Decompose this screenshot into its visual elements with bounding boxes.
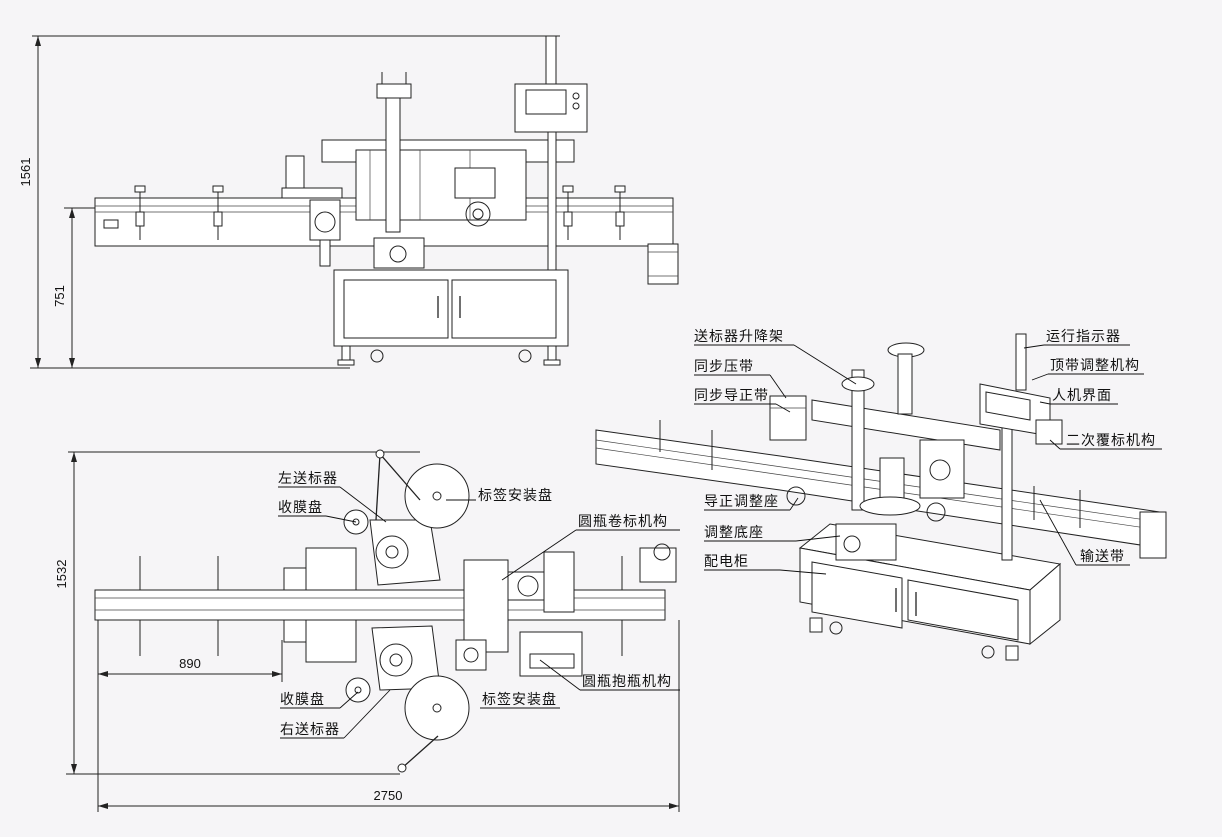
label-sync-press: 同步压带 bbox=[694, 359, 754, 375]
label-sync-guide: 同步导正带 bbox=[694, 388, 769, 404]
label-round-holding: 圆瓶抱瓶机构 bbox=[582, 674, 672, 690]
label-left-feeder: 左送标器 bbox=[278, 471, 338, 487]
label-hmi: 人机界面 bbox=[1052, 388, 1112, 404]
top-view bbox=[66, 449, 680, 812]
label-left-film-collector: 收膜盘 bbox=[278, 499, 323, 516]
label-conveyor-belt: 输送带 bbox=[1080, 549, 1125, 565]
front-view bbox=[30, 35, 679, 369]
label-right-film-collector: 收膜盘 bbox=[280, 691, 325, 708]
dim-890: 890 bbox=[179, 656, 201, 671]
label-adjust-base: 调整底座 bbox=[704, 525, 764, 541]
isometric-view bbox=[595, 333, 1167, 661]
label-guide-adjust: 导正调整座 bbox=[704, 494, 779, 510]
label-secondary-labeling: 二次覆标机构 bbox=[1066, 433, 1156, 449]
label-top-belt-adjust: 顶带调整机构 bbox=[1050, 358, 1140, 374]
label-feeder-lift: 送标器升降架 bbox=[694, 329, 784, 345]
label-round-wrapping: 圆瓶卷标机构 bbox=[578, 514, 668, 530]
dim-1561: 1561 bbox=[18, 158, 33, 187]
label-mount-plate-top: 标签安装盘 bbox=[478, 487, 553, 504]
dim-2750: 2750 bbox=[374, 788, 403, 803]
dim-1532: 1532 bbox=[54, 560, 69, 589]
dim-751: 751 bbox=[52, 285, 67, 307]
label-run-indicator: 运行指示器 bbox=[1046, 329, 1121, 345]
iso-view-leaders bbox=[694, 344, 1162, 575]
label-electric-cabinet: 配电柜 bbox=[704, 554, 749, 570]
top-view-leaders bbox=[278, 486, 680, 739]
label-right-feeder: 右送标器 bbox=[280, 722, 340, 738]
label-mount-plate-bottom: 标签安装盘 bbox=[482, 691, 557, 708]
